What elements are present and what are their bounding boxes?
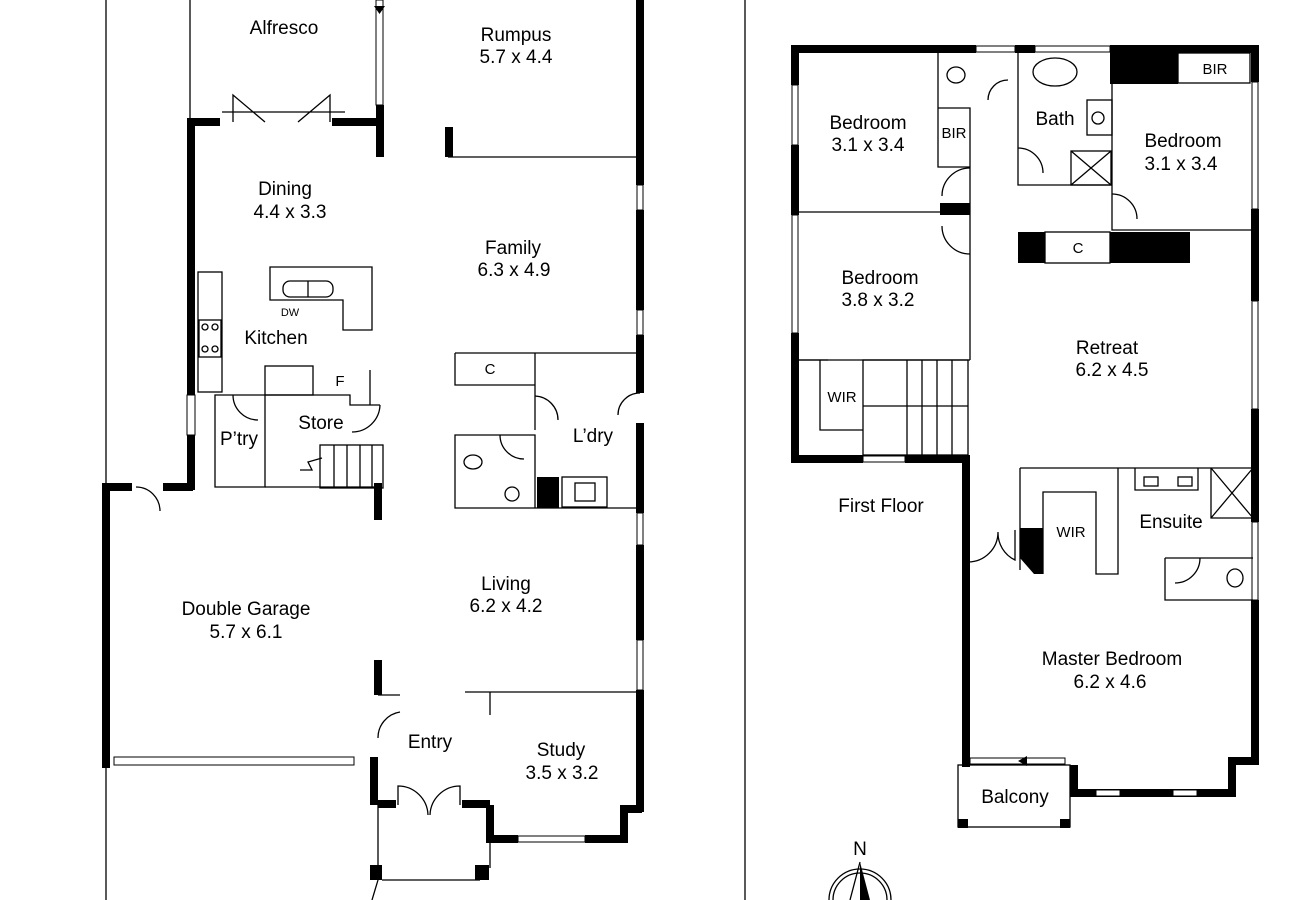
wall [636,545,644,640]
balcony [957,764,1071,828]
window [636,512,644,546]
room-name: Dining [258,179,312,200]
ground-floor-labels: Alfresco Rumpus 5.7 x 4.4 Dining 4.4 x 3… [182,18,614,784]
wall [636,335,644,393]
room-size: 6.3 x 4.9 [478,260,551,281]
window [975,45,1016,53]
bifold-door [222,93,345,123]
wall [636,0,644,185]
window [1034,45,1111,53]
room-name: Double Garage [182,599,311,620]
toilet-icon [946,66,966,84]
sliding-door [969,757,1066,765]
window [186,394,196,436]
window [517,835,586,843]
compass-icon [828,861,892,900]
room-size: 4.4 x 3.3 [254,202,327,223]
ground-floor-plan [102,0,746,900]
arrow-icon [1018,756,1027,766]
window [636,639,644,691]
cooktop-icon [198,319,222,358]
door-swing [232,394,259,421]
room-name: P’try [220,429,259,450]
sliding-door [375,0,384,106]
shower-icon [1070,150,1112,186]
fridge-label: F [335,373,344,390]
room-name: Family [485,238,541,259]
dishwasher-label: DW [281,307,300,319]
cupboard-label: C [485,361,496,378]
room-name: Rumpus [481,25,552,46]
room-size: 6.2 x 4.5 [1076,360,1149,381]
window [636,184,644,211]
room-size: 5.7 x 6.1 [210,622,283,643]
room-name: Entry [408,732,453,753]
room-name: Bedroom [1144,131,1221,152]
compass-north-label: N [853,839,867,860]
room-name: Store [298,413,343,434]
room-name: Ensuite [1139,512,1202,533]
linen-cupboard-label: C [1073,240,1084,257]
bir-label: BIR [1202,61,1227,78]
bathtub-icon [1032,57,1078,87]
toilet-icon [463,454,483,470]
basin-icon [1091,111,1105,125]
room-size: 3.1 x 3.4 [832,135,905,156]
room-name: Kitchen [244,328,307,349]
wall [636,210,644,310]
washing-machine-icon [561,476,608,508]
floor-title: First Floor [838,496,924,517]
room-size: 6.2 x 4.2 [470,596,543,617]
first-floor-labels: First Floor Bedroom 3.1 x 3.4 Bath Bedro… [827,61,1227,860]
wall [332,118,380,126]
first-floor-plan [791,45,1259,900]
fridge-space [264,365,314,396]
stairs-icon [300,444,384,489]
wall [190,118,220,126]
room-name: L’dry [573,426,614,447]
arrow-icon [374,6,385,14]
room-name: Bedroom [841,268,918,289]
wall [187,435,195,490]
room-size: 3.8 x 3.2 [842,290,915,311]
wall [376,105,384,157]
room-size: 5.7 x 4.4 [480,47,553,68]
window [636,309,644,336]
stairs-icon [862,359,969,456]
wall [187,118,195,395]
room-name: Master Bedroom [1042,649,1182,670]
room-name: Living [481,574,531,595]
room-name: Study [537,740,586,761]
room-name: Balcony [981,787,1049,808]
room-size: 6.2 x 4.6 [1074,672,1147,693]
room-size: 3.1 x 3.4 [1145,154,1218,175]
bir-label: BIR [941,125,966,142]
room-name: Bedroom [829,113,906,134]
wall [636,423,644,513]
wir-label: WIR [827,389,856,406]
room-name: Alfresco [250,18,319,39]
room-size: 3.5 x 3.2 [526,763,599,784]
garage-door [113,756,355,766]
room-name: Retreat [1076,338,1139,359]
wall [445,127,453,157]
kitchen-island [269,266,373,331]
wall [636,690,644,812]
room-name: Bath [1035,109,1074,130]
basin-icon [504,486,520,502]
wir-label: WIR [1056,524,1085,541]
entry-door [397,785,461,816]
